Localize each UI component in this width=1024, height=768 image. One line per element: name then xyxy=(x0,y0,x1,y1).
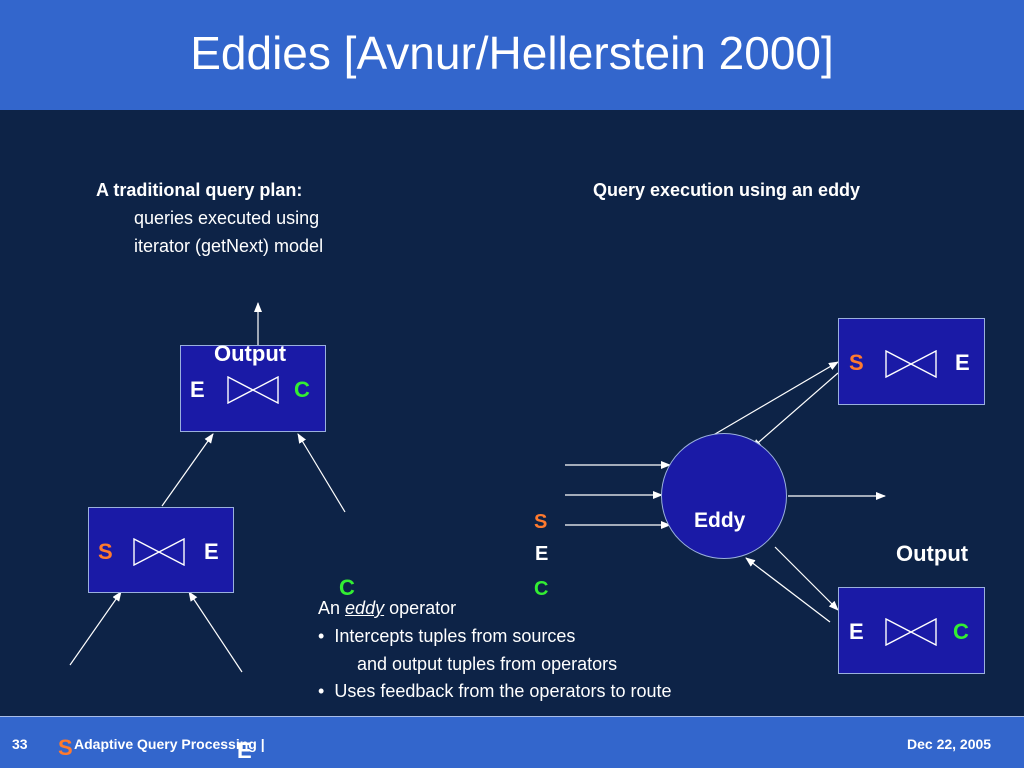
bullet-1-line2: and output tuples from operators xyxy=(357,654,618,674)
join-icon xyxy=(885,618,937,646)
eddy-source-s: S xyxy=(534,511,548,533)
eddy-top-left-letter: S xyxy=(849,350,864,375)
arrow-eddy-to-bottom-op xyxy=(774,546,839,611)
eddy-note-eddy-word: eddy xyxy=(345,598,385,618)
bottom-join-left-letter: S xyxy=(98,539,113,564)
eddy-top-right-letter: E xyxy=(955,350,970,375)
bullet-2-text: Uses feedback from the operators to rout… xyxy=(334,681,672,701)
bottom-join-operator xyxy=(88,507,234,593)
eddy-source-e: E xyxy=(535,543,549,565)
title-bar xyxy=(0,0,1024,110)
eddy-bottom-right-letter: C xyxy=(953,619,969,644)
right-caption: Query execution using an eddy xyxy=(593,180,861,200)
slide-title: Eddies [Avnur/Hellerstein 2000] xyxy=(190,27,834,79)
bullet-1: • Intercepts tuples from sources xyxy=(318,626,575,647)
traditional-output-label: Output xyxy=(214,341,287,366)
eddy-bottom-operator xyxy=(838,587,985,674)
arrow-top-op-to-eddy xyxy=(751,372,839,449)
arrow-join-to-top xyxy=(161,433,214,507)
input-s-label-overlay: S xyxy=(58,735,73,760)
arrow-s-to-bottom xyxy=(69,591,122,666)
join-icon xyxy=(227,376,279,404)
eddy-bottom-left-letter: E xyxy=(849,619,864,644)
left-caption-line1: queries executed using xyxy=(134,208,320,228)
top-join-operator xyxy=(180,345,326,432)
join-icon xyxy=(885,350,937,378)
top-join-left-letter: E xyxy=(190,377,205,402)
eddy-output-label: Output xyxy=(896,541,969,566)
top-join-right-letter: C xyxy=(294,377,310,402)
bullet-2-marker: • xyxy=(318,681,325,701)
input-e-label-overlay: E xyxy=(237,738,252,763)
footer-bar xyxy=(0,716,1024,768)
eddy-source-c: C xyxy=(534,578,549,600)
arrow-bottom-op-to-eddy xyxy=(745,557,831,623)
footer-text: Adaptive Query Processing | xyxy=(74,736,265,752)
eddy-note-title: An eddy operator xyxy=(318,598,456,619)
arrow-c-to-top xyxy=(297,433,346,513)
eddy-node xyxy=(661,433,787,559)
arrow-eddy-to-top-op xyxy=(709,361,839,438)
input-c-label: C xyxy=(339,575,355,600)
arrow-e-to-bottom xyxy=(188,591,243,673)
footer-date: Dec 22, 2005 xyxy=(907,736,992,752)
left-caption-line2: iterator (getNext) model xyxy=(134,236,324,256)
eddy-top-operator xyxy=(838,318,985,405)
join-icon xyxy=(133,538,185,566)
page-number: 33 xyxy=(12,736,28,752)
bullet-1-line1: Intercepts tuples from sources xyxy=(334,626,576,646)
bullet-1-marker: • xyxy=(318,626,325,646)
left-caption-heading: A traditional query plan: xyxy=(96,180,303,200)
eddy-note-operator: operator xyxy=(389,598,457,618)
eddy-note-an: An xyxy=(318,598,341,618)
bullet-2: • Uses feedback from the operators to ro… xyxy=(318,681,672,702)
bottom-join-right-letter: E xyxy=(204,539,219,564)
eddy-label: Eddy xyxy=(694,509,746,532)
